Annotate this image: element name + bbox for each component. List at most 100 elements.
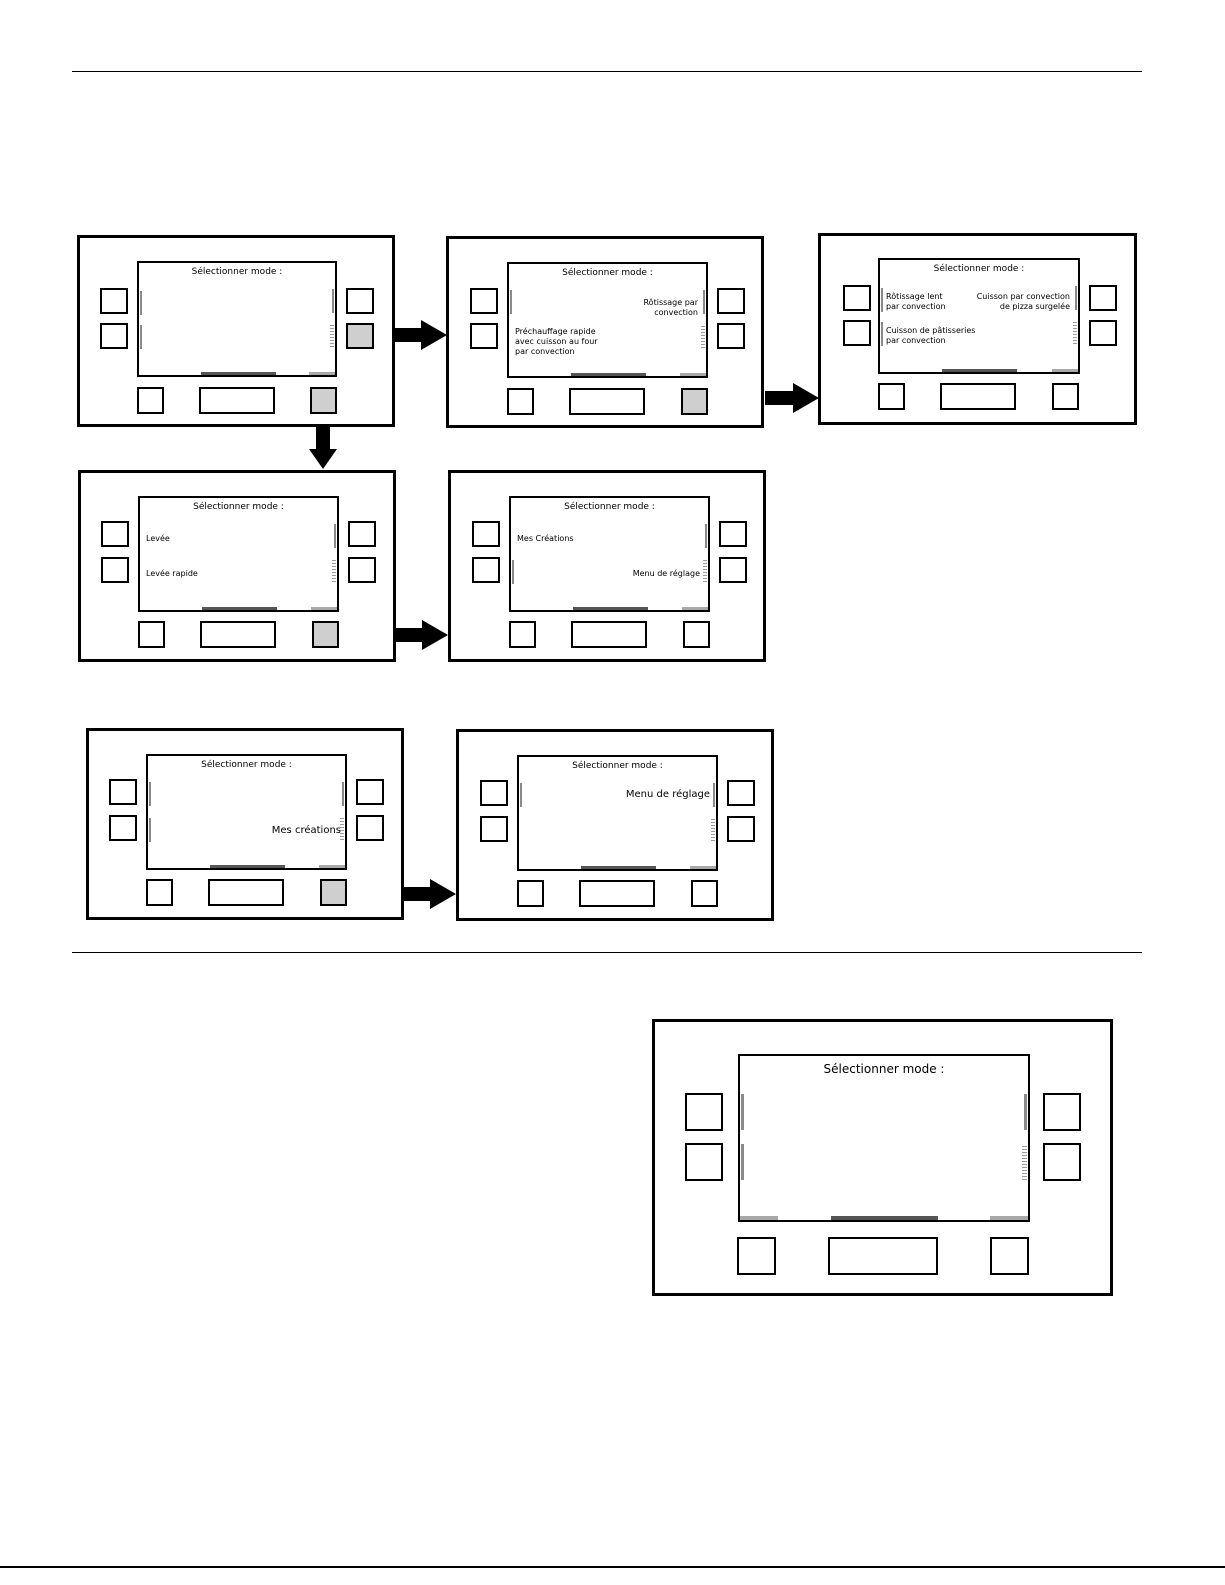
bottom-button-left[interactable] bbox=[138, 621, 165, 648]
right-bar bbox=[1052, 369, 1078, 372]
right-bar bbox=[990, 1216, 1028, 1220]
bottom-button-right-selected[interactable] bbox=[320, 879, 347, 906]
right-bar bbox=[690, 866, 716, 869]
side-button-right-bottom[interactable] bbox=[348, 557, 376, 583]
side-button-left-bottom[interactable] bbox=[100, 323, 128, 349]
bottom-button-right[interactable] bbox=[683, 621, 710, 648]
side-button-right-top[interactable] bbox=[1089, 285, 1117, 311]
option-right-top: Rôtissage par convection bbox=[643, 298, 698, 317]
left-indicator bbox=[741, 1094, 744, 1130]
screen-title: Sélectionner mode : bbox=[933, 264, 1025, 274]
bottom-button-left[interactable] bbox=[737, 1237, 776, 1275]
option-left-top: Rôtissage lent par convection bbox=[886, 292, 946, 311]
bottom-button-center[interactable] bbox=[571, 621, 647, 648]
bottom-button-center[interactable] bbox=[940, 383, 1016, 410]
control-panel-4: Sélectionner mode : Levée Levée rapide bbox=[78, 470, 396, 662]
display-screen: Sélectionner mode : Rôtissage lent par c… bbox=[878, 258, 1080, 374]
side-button-left-top[interactable] bbox=[470, 288, 498, 314]
side-button-right-bottom[interactable] bbox=[719, 557, 747, 583]
control-panel-2: Sélectionner mode : Rôtissage par convec… bbox=[446, 236, 764, 428]
bottom-button-left[interactable] bbox=[509, 621, 536, 648]
side-button-right-top[interactable] bbox=[719, 521, 747, 547]
scroll-indicator bbox=[703, 560, 707, 584]
display-screen: Sélectionner mode : Mes Créations Menu d… bbox=[509, 496, 710, 612]
side-button-left-bottom[interactable] bbox=[470, 323, 498, 349]
side-button-right-top[interactable] bbox=[727, 780, 755, 806]
left-indicator bbox=[140, 325, 142, 349]
side-button-right-bottom-selected[interactable] bbox=[346, 323, 374, 349]
display-screen: Sélectionner mode : bbox=[738, 1054, 1030, 1222]
side-button-left-top[interactable] bbox=[100, 288, 128, 314]
side-button-left-top[interactable] bbox=[685, 1093, 723, 1131]
bottom-button-left[interactable] bbox=[146, 879, 173, 906]
bottom-button-right[interactable] bbox=[990, 1237, 1029, 1275]
center-bar bbox=[571, 373, 646, 376]
left-indicator bbox=[881, 322, 883, 346]
side-button-left-top[interactable] bbox=[472, 521, 500, 547]
right-indicator bbox=[342, 782, 344, 806]
screen-title: Sélectionner mode : bbox=[191, 267, 283, 277]
bottom-button-right[interactable] bbox=[1052, 383, 1079, 410]
side-button-right-top[interactable] bbox=[346, 288, 374, 314]
bottom-button-left[interactable] bbox=[878, 383, 905, 410]
side-button-left-bottom[interactable] bbox=[101, 557, 129, 583]
control-panel-large: Sélectionner mode : bbox=[652, 1019, 1113, 1296]
control-panel-1: Sélectionner mode : bbox=[77, 235, 395, 427]
side-button-left-bottom[interactable] bbox=[843, 320, 871, 346]
side-button-right-top[interactable] bbox=[348, 521, 376, 547]
display-screen: Sélectionner mode : Rôtissage par convec… bbox=[507, 262, 708, 378]
screen-title: Sélectionner mode : bbox=[562, 268, 653, 278]
bottom-button-right-selected[interactable] bbox=[312, 621, 339, 648]
side-button-right-bottom[interactable] bbox=[356, 815, 384, 841]
display-screen: Sélectionner mode : Mes créations bbox=[146, 754, 347, 870]
bottom-button-left[interactable] bbox=[507, 388, 534, 415]
center-bar bbox=[202, 607, 277, 610]
side-button-left-bottom[interactable] bbox=[685, 1143, 723, 1181]
bottom-button-center[interactable] bbox=[199, 387, 275, 414]
scroll-indicator bbox=[711, 819, 715, 843]
side-button-right-bottom[interactable] bbox=[717, 323, 745, 349]
right-indicator bbox=[334, 524, 336, 548]
screen-title: Sélectionner mode : bbox=[572, 761, 663, 771]
bottom-button-right-selected[interactable] bbox=[310, 387, 337, 414]
display-screen: Sélectionner mode : bbox=[137, 261, 337, 377]
control-panel-3: Sélectionner mode : Rôtissage lent par c… bbox=[818, 233, 1137, 425]
side-button-left-top[interactable] bbox=[480, 780, 508, 806]
side-button-left-top[interactable] bbox=[109, 779, 137, 805]
bottom-button-center[interactable] bbox=[828, 1237, 938, 1275]
side-button-right-bottom[interactable] bbox=[1043, 1143, 1081, 1181]
bottom-button-right[interactable] bbox=[691, 880, 718, 907]
screen-title: Sélectionner mode : bbox=[823, 1062, 945, 1076]
bottom-button-center[interactable] bbox=[579, 880, 655, 907]
option-left-bottom: Levée rapide bbox=[146, 569, 198, 578]
bottom-button-center[interactable] bbox=[200, 621, 276, 648]
side-button-right-top[interactable] bbox=[1043, 1093, 1081, 1131]
side-button-right-bottom[interactable] bbox=[727, 816, 755, 842]
right-indicator bbox=[705, 524, 707, 548]
side-button-left-bottom[interactable] bbox=[472, 557, 500, 583]
side-button-right-top[interactable] bbox=[356, 779, 384, 805]
screen-title: Sélectionner mode : bbox=[201, 760, 292, 770]
right-bar bbox=[680, 373, 706, 376]
side-button-left-bottom[interactable] bbox=[109, 815, 137, 841]
scroll-indicator bbox=[330, 325, 334, 349]
side-button-left-bottom[interactable] bbox=[480, 816, 508, 842]
side-button-right-bottom[interactable] bbox=[1089, 320, 1117, 346]
control-panel-6: Sélectionner mode : Mes créations bbox=[86, 728, 404, 920]
right-indicator bbox=[703, 290, 705, 314]
bottom-button-center[interactable] bbox=[569, 388, 645, 415]
bottom-button-left[interactable] bbox=[517, 880, 544, 907]
side-button-left-top[interactable] bbox=[101, 521, 129, 547]
left-indicator bbox=[881, 288, 883, 312]
option-left-top: Mes Créations bbox=[517, 534, 574, 543]
bottom-button-left[interactable] bbox=[137, 387, 164, 414]
control-panel-5: Sélectionner mode : Mes Créations Menu d… bbox=[448, 470, 766, 662]
bottom-button-center[interactable] bbox=[208, 879, 284, 906]
arrow-right-icon bbox=[404, 879, 456, 909]
left-indicator bbox=[149, 818, 151, 842]
side-button-left-top[interactable] bbox=[843, 285, 871, 311]
center-bar bbox=[581, 866, 656, 869]
left-indicator bbox=[512, 560, 514, 584]
side-button-right-top[interactable] bbox=[717, 288, 745, 314]
bottom-button-right-selected[interactable] bbox=[681, 388, 708, 415]
